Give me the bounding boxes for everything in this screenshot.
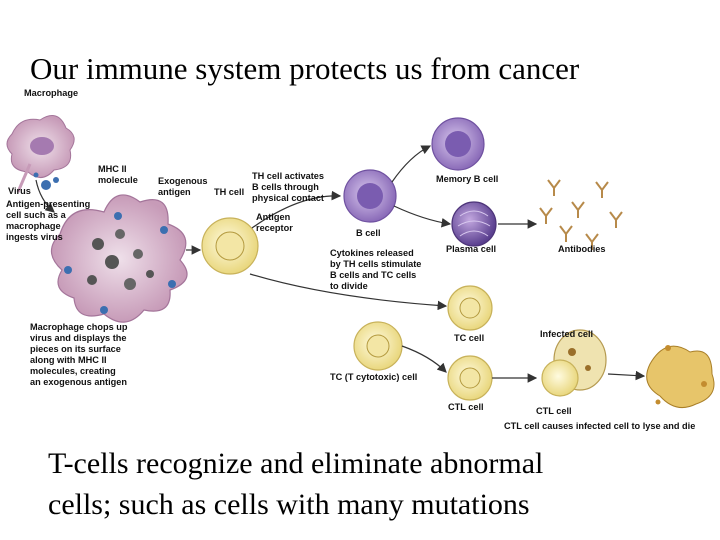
label-b-cell: B cell <box>356 228 381 238</box>
ctl-cell-attacking <box>541 359 579 397</box>
slide-title: Our immune system protects us from cance… <box>30 51 580 86</box>
label-th-activates-2: B cells through <box>252 182 319 192</box>
caption-line-2: cells; such as cells with many mutations <box>48 488 530 521</box>
label-tc-cell: TC cell <box>454 333 484 343</box>
label-th-activates-3: physical contact <box>252 193 324 203</box>
memory-b-cell <box>431 117 485 171</box>
label-ctl-cell: CTL cell <box>448 402 484 412</box>
ctl-cell-left <box>447 355 493 401</box>
label-mhc-1: MHC II <box>98 164 127 174</box>
label-macrophage: Macrophage <box>24 88 78 98</box>
label-chops-1: Macrophage chops up <box>30 322 128 332</box>
label-mhc-2: molecule <box>98 175 138 185</box>
plasma-cell <box>451 201 497 247</box>
label-memory-b-cell: Memory B cell <box>436 174 498 184</box>
label-apc-1: Antigen-presenting <box>6 199 90 209</box>
label-ctl-causes: CTL cell causes infected cell to lyse an… <box>504 421 695 431</box>
label-exo-1: Exogenous <box>158 176 208 186</box>
label-exo-2: antigen <box>158 187 191 197</box>
antibodies <box>539 179 623 250</box>
label-antigen-receptor-2: receptor <box>256 223 293 233</box>
label-apc-4: ingests virus <box>6 232 63 242</box>
tc-cell <box>447 285 493 331</box>
label-apc-2: cell such as a <box>6 210 67 220</box>
label-chops-2: virus and displays the <box>30 333 127 343</box>
label-chops-4: along with MHC II <box>30 355 107 365</box>
label-th-cell: TH cell <box>214 187 244 197</box>
diagram-labels: Macrophage Virus Antigen-presenting cell… <box>6 88 695 431</box>
slide-caption: T-cells recognize and eliminate abnormal… <box>48 443 708 525</box>
label-cytokines-2: by TH cells stimulate <box>330 259 421 269</box>
label-cytokines-3: B cells and TC cells <box>330 270 416 280</box>
label-chops-6: an exogenous antigen <box>30 377 127 387</box>
label-virus: Virus <box>8 186 31 196</box>
label-th-activates-1: TH cell activates <box>252 171 324 181</box>
lysed-cell-fragments <box>646 345 715 409</box>
label-chops-3: pieces on its surface <box>30 344 121 354</box>
label-antigen-receptor-1: Antigen <box>256 212 291 222</box>
label-chops-5: molecules, creating <box>30 366 116 376</box>
caption-line-1: T-cells recognize and eliminate abnormal <box>48 447 544 480</box>
label-apc-3: macrophage <box>6 221 61 231</box>
label-ctl-cell-2: CTL cell <box>536 406 572 416</box>
label-plasma-cell: Plasma cell <box>446 244 496 254</box>
label-antibodies: Antibodies <box>558 244 605 254</box>
flow-arrows <box>35 145 646 383</box>
macrophage-cell <box>6 115 75 193</box>
label-cytokines-4: to divide <box>330 281 368 291</box>
th-cell <box>201 217 259 275</box>
diagram-canvas: Macrophage Virus Antigen-presenting cell… <box>6 88 715 431</box>
label-infected-cell: Infected cell <box>540 329 593 339</box>
label-cytokines-1: Cytokines released <box>330 248 414 258</box>
label-tc-cytotoxic: TC (T cytotoxic) cell <box>330 372 417 382</box>
immune-response-diagram: Macrophage Virus Antigen-presenting cell… <box>0 84 720 436</box>
antigen-presenting-macrophage <box>50 194 188 323</box>
b-cell <box>343 169 397 223</box>
tc-cytotoxic-cell <box>353 321 403 371</box>
virus-particles <box>33 172 59 190</box>
